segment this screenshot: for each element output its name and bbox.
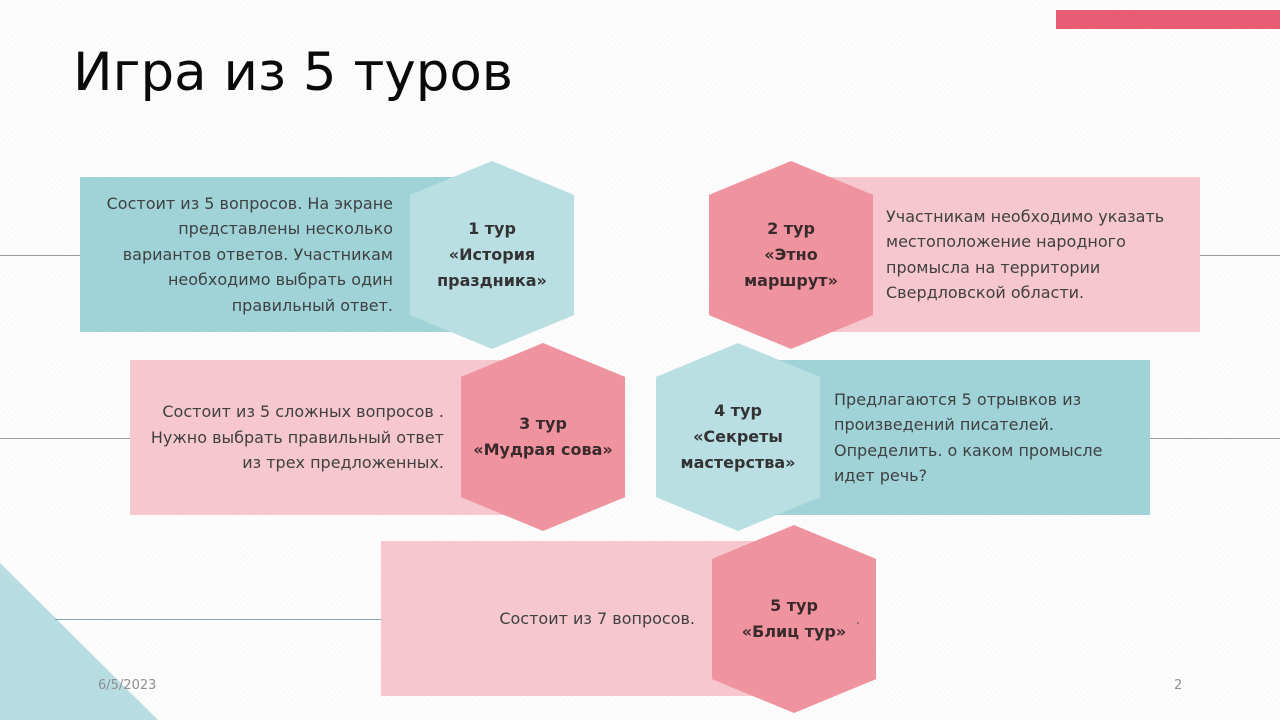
slide-title: Игра из 5 туров	[73, 42, 514, 103]
connector-line	[55, 619, 381, 620]
round-5-hexagon: 5 тур «Блиц тур»	[712, 525, 876, 713]
round-2-description: Участникам необходимо указать местополож…	[886, 206, 1165, 303]
round-3-label: 3 тур «Мудрая сова»	[473, 414, 613, 459]
accent-bar	[1056, 10, 1280, 29]
slide-number: 2	[1174, 678, 1183, 693]
round-2-hexagon: 2 тур «Этно маршрут»	[709, 161, 873, 349]
connector-line	[1150, 438, 1280, 439]
round-3-hexagon: 3 тур «Мудрая сова»	[461, 343, 625, 531]
connector-line	[0, 438, 130, 439]
round-1-description: Состоит из 5 вопросов. На экране предста…	[106, 193, 393, 315]
round-4-hexagon: 4 тур «Секреты мастерства»	[656, 343, 820, 531]
connector-line	[1200, 255, 1280, 256]
connector-line	[0, 255, 80, 256]
footer-date: 6/5/2023	[98, 678, 157, 693]
round-2-label: 2 тур «Этно маршрут»	[744, 219, 838, 290]
round-5-description: Состоит из 7 вопросов.	[499, 608, 695, 628]
round-1-hexagon: 1 тур «История праздника»	[410, 161, 574, 349]
round-5-label: 5 тур «Блиц тур»	[741, 596, 847, 641]
corner-triangle-decoration	[0, 563, 158, 720]
round-3-description: Состоит из 5 сложных вопросов . Нужно вы…	[150, 402, 444, 473]
round-1-label: 1 тур «История праздника»	[437, 219, 547, 290]
round-4-label: 4 тур «Секреты мастерства»	[680, 401, 796, 472]
round-4-description: Предлагаются 5 отрывков из произведений …	[834, 389, 1103, 486]
stray-period: .	[856, 613, 860, 627]
